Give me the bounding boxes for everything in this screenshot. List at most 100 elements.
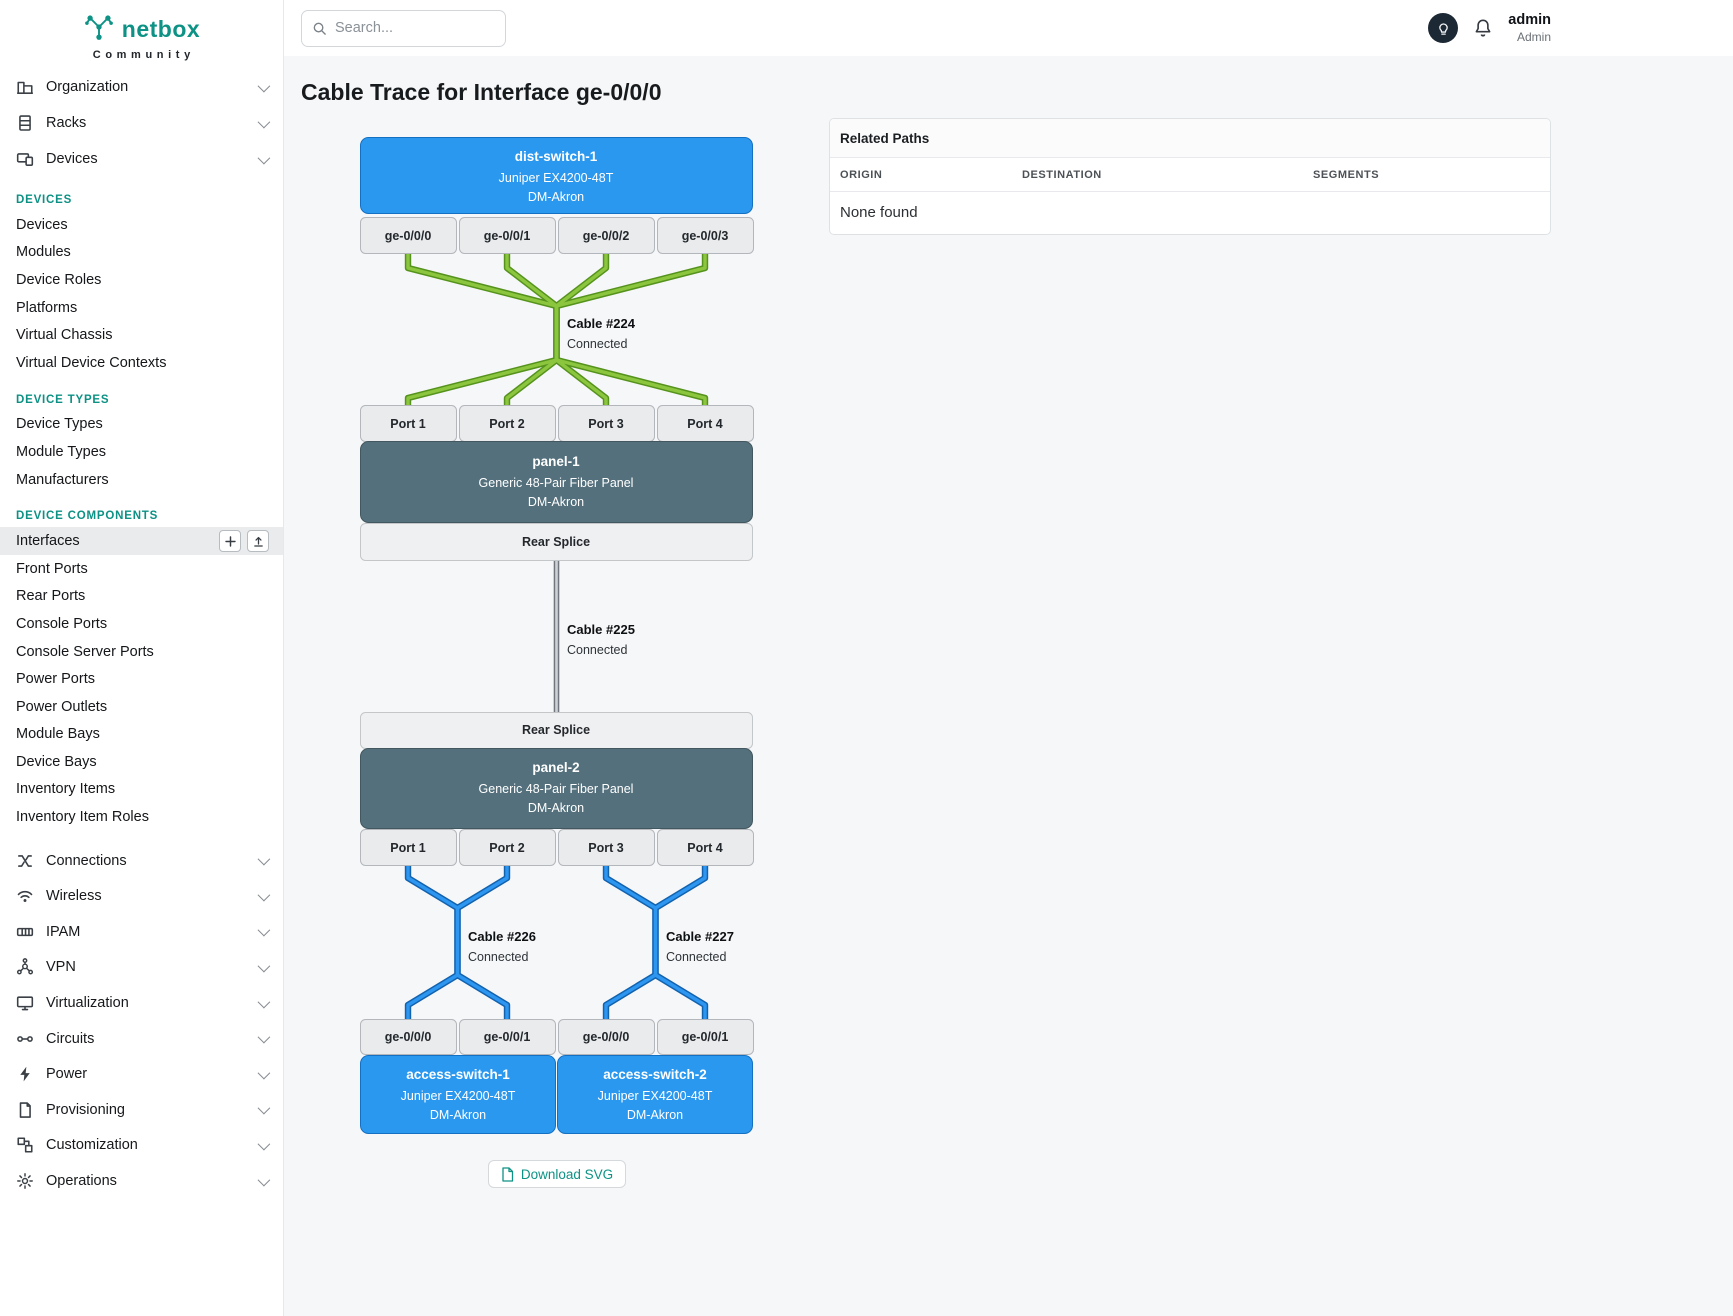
chevron-down-icon bbox=[257, 1030, 271, 1044]
as1-port-ge-0-0-0[interactable]: ge-0/0/0 bbox=[360, 1019, 457, 1055]
netbox-logo-icon bbox=[83, 13, 115, 46]
sidebar-group-organization[interactable]: Organization bbox=[0, 69, 283, 105]
sidebar-group-devices[interactable]: Devices bbox=[0, 141, 283, 177]
cable-227-label[interactable]: Cable #227 Connected bbox=[666, 929, 734, 964]
node-dist-switch-1[interactable]: dist-switch-1 Juniper EX4200-48T DM-Akro… bbox=[360, 137, 753, 214]
vpn-icon bbox=[16, 958, 34, 976]
node-access-switch-1[interactable]: access-switch-1 Juniper EX4200-48T DM-Ak… bbox=[360, 1055, 556, 1134]
user-role: Admin bbox=[1516, 29, 1551, 44]
sidebar-item-device-bays[interactable]: Device Bays bbox=[16, 753, 97, 770]
cable-225-label[interactable]: Cable #225 Connected bbox=[567, 622, 635, 657]
search-input[interactable] bbox=[335, 20, 495, 36]
add-interface-button[interactable] bbox=[219, 530, 241, 553]
panel1-port-4[interactable]: Port 4 bbox=[657, 405, 754, 442]
sidebar-groups-bottom: Connections Wireless IPAM VPN bbox=[0, 843, 283, 1199]
upload-icon bbox=[253, 536, 263, 547]
sidebar-group-wireless[interactable]: Wireless bbox=[0, 878, 283, 914]
sidebar-group-circuits[interactable]: Circuits bbox=[0, 1021, 283, 1057]
sidebar-item-virtual-device-contexts[interactable]: Virtual Device Contexts bbox=[16, 354, 167, 371]
cable-224-lines bbox=[404, 249, 709, 410]
svg-text:ge-0/0/1: ge-0/0/1 bbox=[484, 229, 531, 243]
rear-splice-2[interactable]: Rear Splice bbox=[360, 712, 753, 749]
import-interfaces-button[interactable] bbox=[247, 530, 269, 553]
sidebar-group-virtualization[interactable]: Virtualization bbox=[0, 985, 283, 1021]
svg-text:ge-0/0/0: ge-0/0/0 bbox=[583, 1030, 630, 1044]
rear-splice-1[interactable]: Rear Splice bbox=[360, 523, 753, 561]
as2-port-ge-0-0-1[interactable]: ge-0/0/1 bbox=[657, 1019, 754, 1055]
sidebar-group-customization[interactable]: Customization bbox=[0, 1128, 283, 1164]
sidebar-item-inventory-item-roles[interactable]: Inventory Item Roles bbox=[16, 809, 149, 826]
cable-226-label[interactable]: Cable #226 Connected bbox=[468, 929, 536, 964]
sidebar-group-ipam[interactable]: IPAM bbox=[0, 914, 283, 950]
panel1-port-3[interactable]: Port 3 bbox=[558, 405, 655, 442]
port-ge-0-0-0[interactable]: ge-0/0/0 bbox=[360, 217, 457, 254]
sidebar-item-power-ports[interactable]: Power Ports bbox=[16, 671, 95, 688]
group-label: Organization bbox=[46, 79, 129, 95]
sidebar-item-manufacturers[interactable]: Manufacturers bbox=[16, 471, 109, 488]
port-ge-0-0-1[interactable]: ge-0/0/1 bbox=[459, 217, 556, 254]
building-icon bbox=[16, 78, 34, 96]
svg-text:ge-0/0/1: ge-0/0/1 bbox=[484, 1030, 531, 1044]
svg-text:Port 3: Port 3 bbox=[588, 841, 623, 855]
svg-text:Port 4: Port 4 bbox=[687, 417, 722, 431]
svg-text:ge-0/0/3: ge-0/0/3 bbox=[682, 229, 729, 243]
port-ge-0-0-3[interactable]: ge-0/0/3 bbox=[657, 217, 754, 254]
sidebar-item-module-types[interactable]: Module Types bbox=[16, 443, 107, 460]
download-svg-button[interactable]: Download SVG bbox=[488, 1160, 626, 1188]
sidebar-group-vpn[interactable]: VPN bbox=[0, 950, 283, 986]
svg-text:DM-Akron: DM-Akron bbox=[627, 1108, 683, 1122]
user-menu[interactable]: admin Admin bbox=[1508, 12, 1551, 44]
sidebar-group-connections[interactable]: Connections bbox=[0, 843, 283, 879]
sidebar-group-operations[interactable]: Operations bbox=[0, 1163, 283, 1199]
sidebar-item-device-roles[interactable]: Device Roles bbox=[16, 271, 102, 288]
section-title: DEVICE COMPONENTS bbox=[16, 510, 159, 523]
svg-text:Cable #225: Cable #225 bbox=[567, 622, 635, 637]
cable-226-lines bbox=[404, 861, 511, 1024]
as2-port-ge-0-0-0[interactable]: ge-0/0/0 bbox=[558, 1019, 655, 1055]
sidebar-item-device-types[interactable]: Device Types bbox=[16, 416, 103, 433]
sidebar-item-modules[interactable]: Modules bbox=[16, 244, 71, 261]
node-access-switch-2[interactable]: access-switch-2 Juniper EX4200-48T DM-Ak… bbox=[557, 1055, 753, 1134]
node-panel-1[interactable]: panel-1 Generic 48-Pair Fiber Panel DM-A… bbox=[360, 441, 753, 523]
sidebar-group-racks[interactable]: Racks bbox=[0, 105, 283, 141]
sidebar-item-inventory-items[interactable]: Inventory Items bbox=[16, 781, 116, 798]
theme-toggle-button[interactable] bbox=[1428, 13, 1459, 43]
svg-text:Juniper EX4200-48T: Juniper EX4200-48T bbox=[401, 1089, 516, 1103]
sidebar-group-power[interactable]: Power bbox=[0, 1056, 283, 1092]
port-ge-0-0-2[interactable]: ge-0/0/2 bbox=[558, 217, 655, 254]
panel2-port-1[interactable]: Port 1 bbox=[360, 829, 457, 866]
sidebar-item-front-ports[interactable]: Front Ports bbox=[16, 560, 88, 577]
sidebar-item-rear-ports[interactable]: Rear Ports bbox=[16, 588, 86, 605]
chevron-down-icon bbox=[257, 1137, 271, 1151]
node-panel-2[interactable]: panel-2 Generic 48-Pair Fiber Panel DM-A… bbox=[360, 748, 753, 829]
sidebar-item-devices[interactable]: Devices bbox=[16, 216, 68, 233]
search-box[interactable] bbox=[301, 9, 506, 47]
section-title: DEVICES bbox=[16, 194, 73, 206]
plus-icon bbox=[224, 535, 236, 547]
panel1-port-2[interactable]: Port 2 bbox=[459, 405, 556, 442]
column-destination: DESTINATION bbox=[1022, 169, 1102, 181]
notifications-button[interactable] bbox=[1473, 18, 1493, 38]
as1-port-ge-0-0-1[interactable]: ge-0/0/1 bbox=[459, 1019, 556, 1055]
cable-224-label[interactable]: Cable #224 Connected bbox=[567, 316, 636, 351]
brand[interactable]: netbox Community bbox=[0, 0, 283, 69]
svg-text:access-switch-1: access-switch-1 bbox=[406, 1067, 510, 1082]
sidebar-item-virtual-chassis[interactable]: Virtual Chassis bbox=[16, 327, 113, 344]
panel2-port-3[interactable]: Port 3 bbox=[558, 829, 655, 866]
panel1-port-1[interactable]: Port 1 bbox=[360, 405, 457, 442]
sidebar-item-platforms[interactable]: Platforms bbox=[16, 299, 78, 316]
svg-text:Port 3: Port 3 bbox=[588, 417, 623, 431]
sidebar-item-console-server-ports[interactable]: Console Server Ports bbox=[16, 643, 154, 660]
sidebar-item-interfaces[interactable]: Interfaces bbox=[0, 527, 283, 555]
svg-text:Connected: Connected bbox=[666, 950, 727, 964]
svg-text:Rear Splice: Rear Splice bbox=[522, 723, 590, 737]
panel2-port-2[interactable]: Port 2 bbox=[459, 829, 556, 866]
related-paths-card: Related Paths ORIGIN DESTINATION SEGMENT… bbox=[829, 118, 1551, 235]
sidebar-group-provisioning[interactable]: Provisioning bbox=[0, 1092, 283, 1128]
monitor-icon bbox=[16, 994, 34, 1012]
sidebar-item-power-outlets[interactable]: Power Outlets bbox=[16, 698, 108, 715]
sidebar-item-console-ports[interactable]: Console Ports bbox=[16, 615, 108, 632]
panel2-port-4[interactable]: Port 4 bbox=[657, 829, 754, 866]
cable-227-lines bbox=[602, 861, 709, 1024]
sidebar-item-module-bays[interactable]: Module Bays bbox=[16, 726, 100, 743]
